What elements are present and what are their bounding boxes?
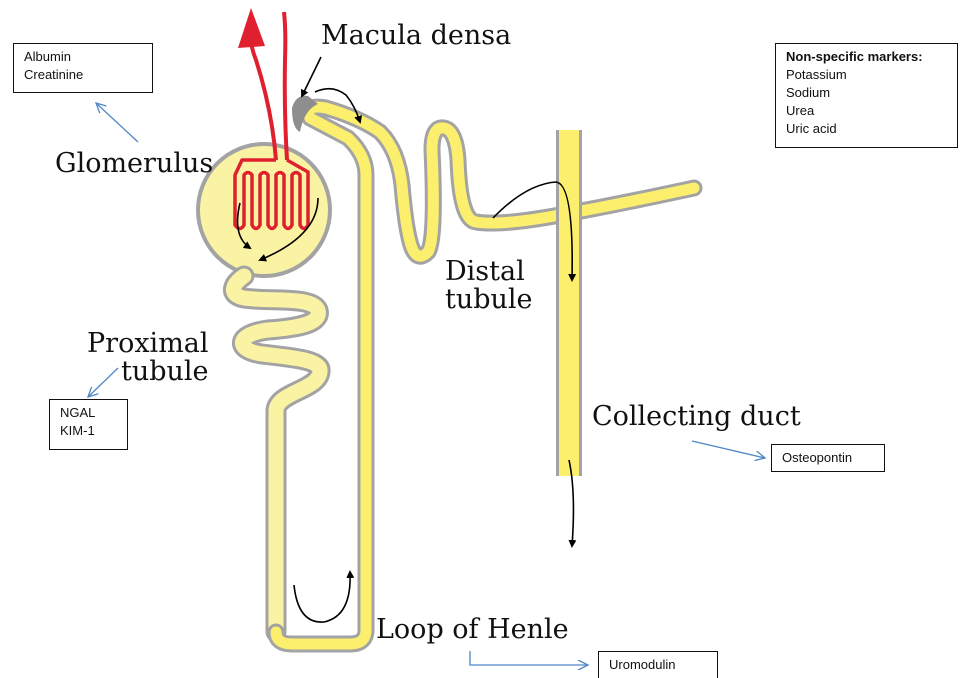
marker-ngal: NGAL <box>60 404 119 422</box>
marker-uric-acid: Uric acid <box>786 120 949 138</box>
loop-and-distal-tubule <box>276 107 694 644</box>
glomerulus-label: Glomerulus <box>55 150 213 178</box>
non-specific-markers-box: Non-specific markers: Potassium Sodium U… <box>775 43 958 148</box>
glomerulus-markers-box: Albumin Creatinine <box>13 43 153 93</box>
flow-arrow-loop <box>294 572 350 622</box>
collecting-duct-label: Collecting duct <box>592 403 801 431</box>
pointer-collecting <box>692 441 765 458</box>
marker-uromodulin: Uromodulin <box>609 656 709 674</box>
non-specific-title: Non-specific markers: <box>786 48 949 66</box>
loop-of-henle-label: Loop of Henle <box>376 616 569 644</box>
marker-potassium: Potassium <box>786 66 949 84</box>
marker-sodium: Sodium <box>786 84 949 102</box>
collecting-duct-markers-box: Osteopontin <box>771 444 885 472</box>
distal-tubule-label: Distal tubule <box>445 258 533 315</box>
glomerular-capsule <box>198 144 330 276</box>
collecting-duct <box>556 130 582 476</box>
loop-of-henle-markers-box: Uromodulin <box>598 651 718 678</box>
marker-creatinine: Creatinine <box>24 66 144 84</box>
proximal-label-line1: Proximal <box>87 330 209 358</box>
proximal-tubule <box>233 276 320 632</box>
marker-albumin: Albumin <box>24 48 144 66</box>
proximal-tubule-label: Proximal tubule <box>87 330 209 387</box>
marker-kim1: KIM-1 <box>60 422 119 440</box>
distal-label-line1: Distal <box>445 258 533 286</box>
pointer-glomerulus <box>96 103 138 142</box>
proximal-markers-box: NGAL KIM-1 <box>49 399 128 450</box>
distal-label-line2: tubule <box>445 286 533 314</box>
macula-densa-label: Macula densa <box>321 22 511 50</box>
marker-osteopontin: Osteopontin <box>782 449 876 467</box>
proximal-label-line2: tubule <box>87 358 209 386</box>
pointer-henle <box>470 651 588 665</box>
marker-urea: Urea <box>786 102 949 120</box>
